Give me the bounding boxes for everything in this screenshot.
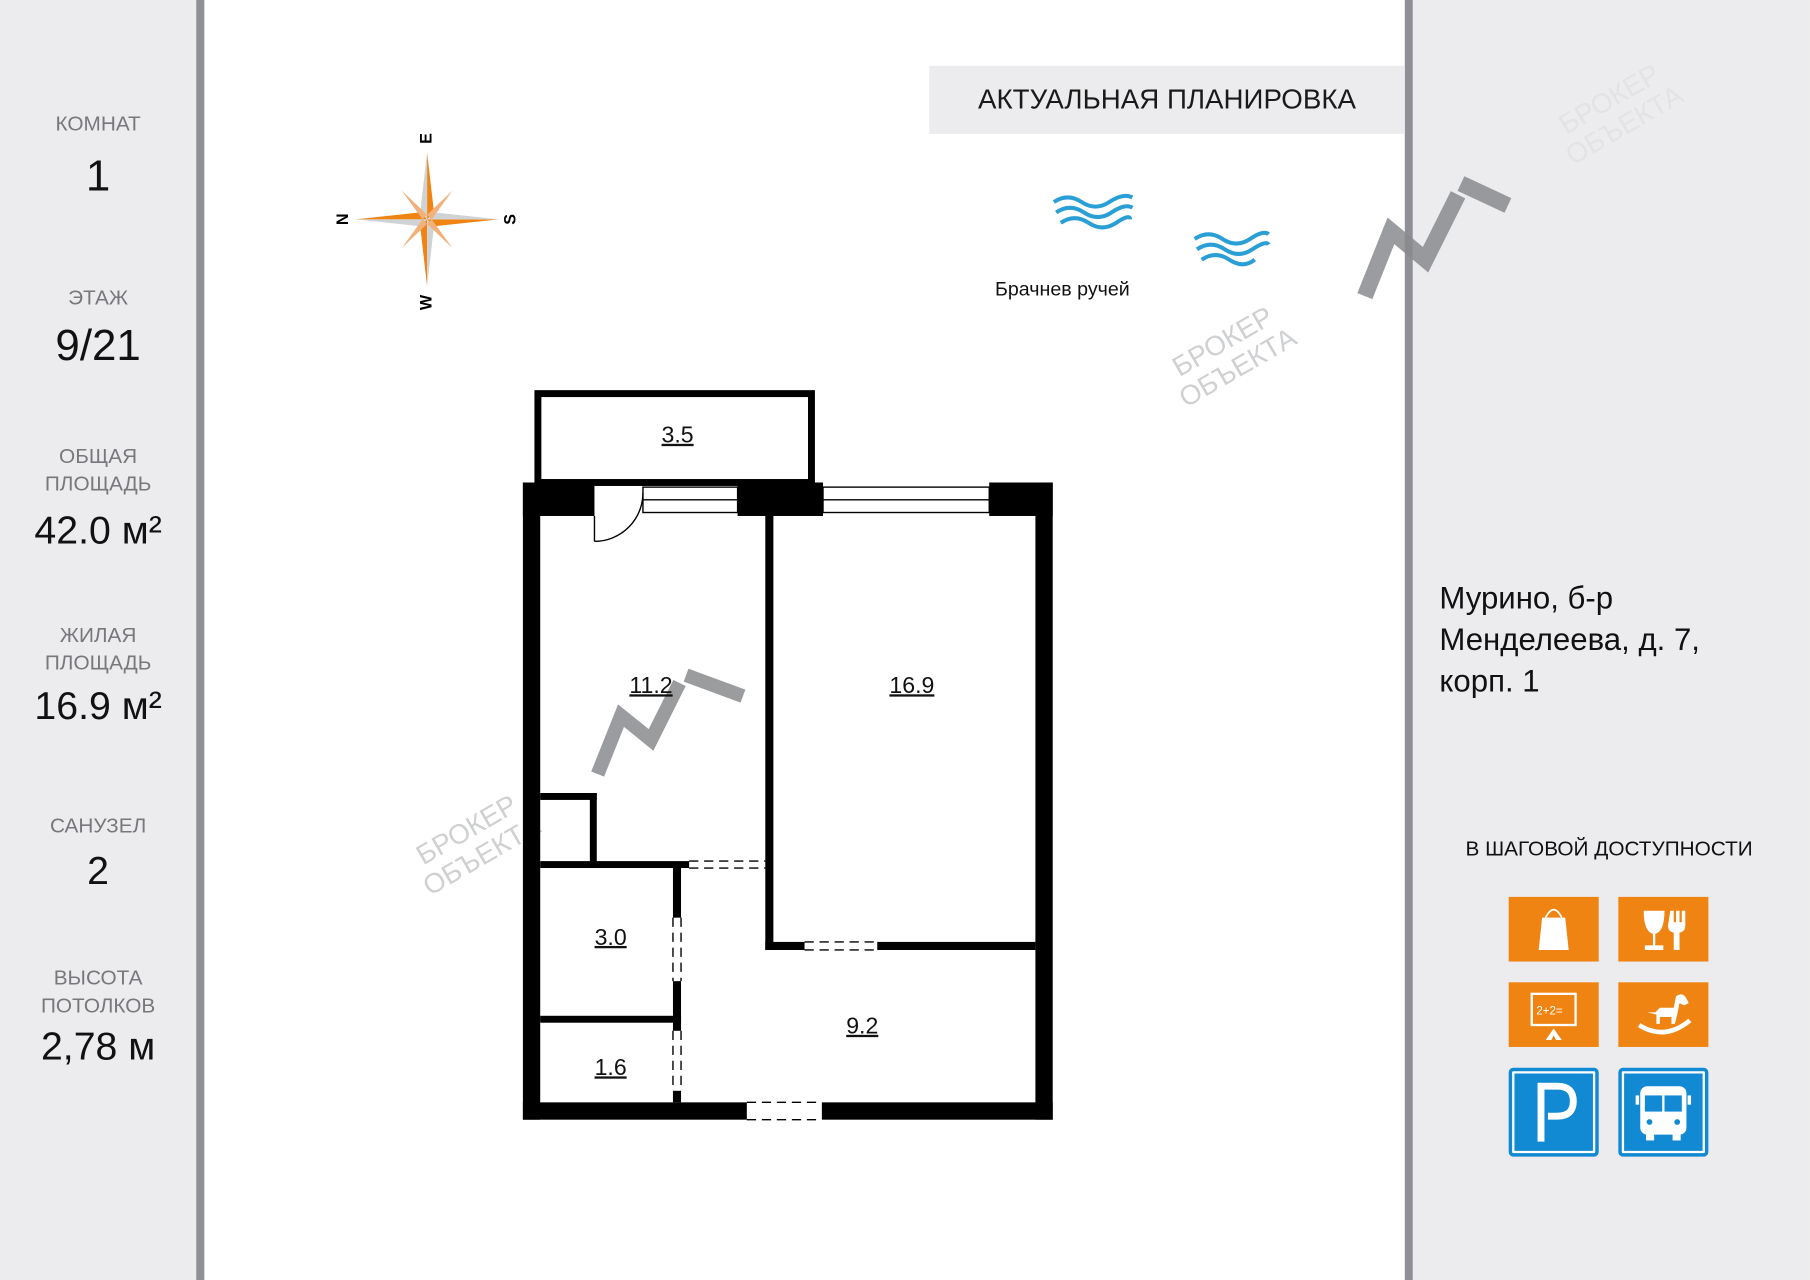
school-icon: 2+2= [1508,982,1599,1047]
right-panel [1412,0,1810,1280]
address-line: корп. 1 [1439,663,1540,699]
watermark-logo-icon [591,668,746,777]
river-label: Брачнев ручей [995,278,1130,301]
living-area-value: 16.9 м² [34,684,162,729]
ceiling-value: 2,78 м [40,1025,156,1069]
floor-value: 9/21 [55,322,141,371]
compass-w: W [417,294,435,310]
info-sidebar: КОМНАТ 1 ЭТАЖ 9/21 ОБЩАЯ ПЛОЩАДЬ 42.0 м²… [0,0,197,1280]
bus-icon [1618,1067,1709,1157]
floor-label: ЭТАЖ [68,286,129,310]
ceiling-label-2: ПОТОЛКОВ [40,993,156,1017]
total-area-label: ОБЩАЯ [59,444,138,468]
walls [522,482,1053,1120]
address-line: Мурино, б-р [1439,580,1614,616]
left-divider [196,0,205,1280]
door-swing [593,492,644,543]
parking-icon [1508,1067,1599,1157]
plan-title: АКТУАЛЬНАЯ ПЛАНИРОВКА [929,65,1405,134]
bathroom-value: 2 [87,849,110,894]
svg-text:2+2=: 2+2= [1536,1006,1563,1018]
living-area-label-2: ПЛОЩАДЬ [44,651,152,675]
rooms-label: КОМНАТ [55,111,141,136]
nearby-title: В ШАГОВОЙ ДОСТУПНОСТИ [1465,836,1753,860]
bathroom-label: САНУЗЕЛ [50,813,147,837]
room-area-kitchen: 11.2 [629,673,673,699]
kindergarten-icon [1618,982,1709,1047]
ceiling-label: ВЫСОТА [53,966,143,990]
restaurant-icon [1618,896,1709,962]
compass-n: N [334,213,352,225]
shopping-bag-icon [1508,896,1599,962]
watermark-logo-icon [1357,176,1512,300]
room-area-bathroom: 3.0 [594,925,627,951]
floor-plan [522,390,1053,1121]
balcony-wall [534,390,815,486]
compass-s: S [502,214,520,225]
room-area-living: 16.9 [889,673,935,699]
right-divider [1404,0,1413,1280]
compass-e: E [417,133,435,144]
rooms-value: 1 [85,152,111,201]
room-area-hall: 9.2 [846,1014,879,1040]
living-area-label: ЖИЛАЯ [59,623,137,647]
room-area-wc: 1.6 [594,1055,627,1082]
address: Мурино, б-р Менделеева, д. 7, корп. 1 [1439,577,1785,702]
openings [672,860,878,1121]
total-area-label-2: ПЛОЩАДЬ [44,472,152,496]
address-line: Менделеева, д. 7, [1439,622,1700,657]
room-area-balcony: 3.5 [661,423,694,449]
water-waves-icon [1052,193,1271,267]
total-area-value: 42.0 м² [34,509,162,553]
compass-rose-icon: E N S W [334,133,520,310]
